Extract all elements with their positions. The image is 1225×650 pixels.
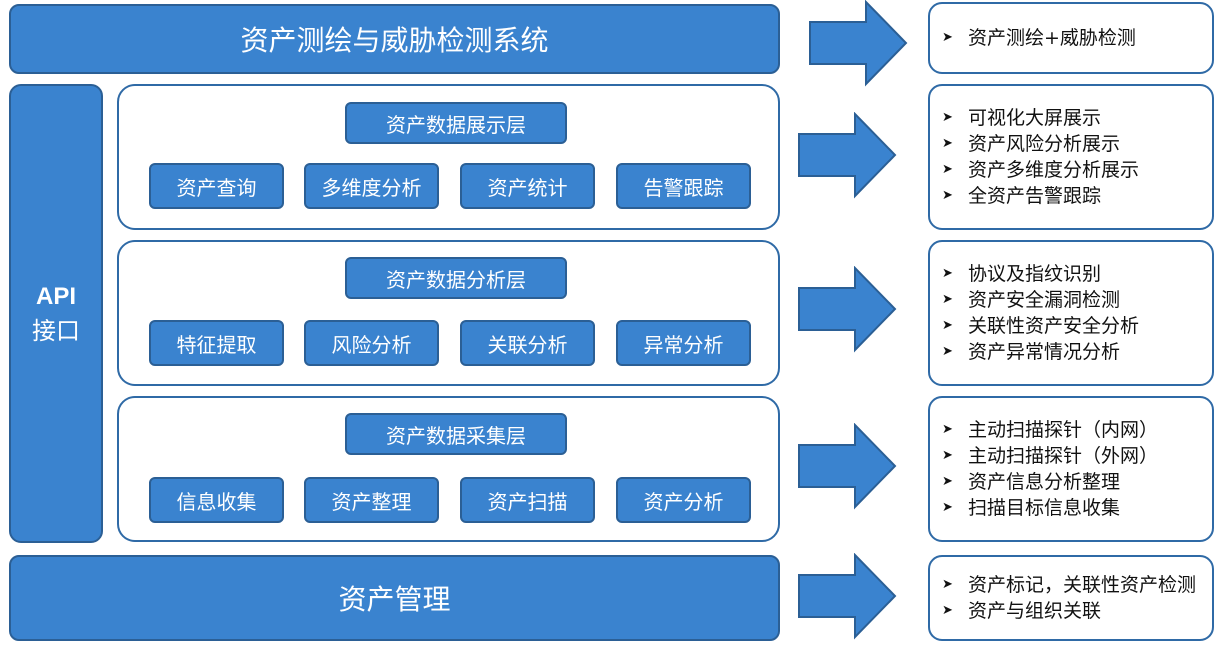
collection-module-gather: 信息收集 bbox=[149, 477, 284, 523]
analysis-module-risk: 风险分析 bbox=[304, 320, 439, 366]
api-interface-bar: API 接口 bbox=[9, 84, 103, 543]
desc-box-display: ➤可视化大屏展示 ➤资产风险分析展示 ➤资产多维度分析展示 ➤全资产告警跟踪 bbox=[928, 84, 1214, 230]
api-label: API bbox=[35, 282, 76, 310]
api-interface-label: 接口 bbox=[32, 316, 80, 345]
desc-item: ➤关联性资产安全分析 bbox=[942, 315, 1140, 337]
asset-management-title: 资产管理 bbox=[338, 583, 451, 616]
arrowhead-bullet-icon: ➤ bbox=[942, 110, 953, 125]
collection-module-scan: 资产扫描 bbox=[460, 477, 595, 523]
desc-item: ➤全资产告警跟踪 bbox=[942, 185, 1102, 207]
desc-item: ➤资产风险分析展示 bbox=[942, 133, 1121, 155]
arrow-analysis-icon bbox=[798, 266, 897, 353]
desc-box-header: ➤资产测绘+威胁检测 bbox=[928, 2, 1214, 74]
desc-item: ➤可视化大屏展示 bbox=[942, 107, 1102, 129]
arrowhead-bullet-icon: ➤ bbox=[942, 318, 953, 333]
desc-item: ➤资产多维度分析展示 bbox=[942, 159, 1140, 181]
arrowhead-bullet-icon: ➤ bbox=[942, 344, 953, 359]
collection-layer-title: 资产数据采集层 bbox=[345, 413, 567, 455]
arrow-header-icon bbox=[809, 0, 908, 87]
desc-item: ➤资产信息分析整理 bbox=[942, 471, 1121, 493]
arrowhead-bullet-icon: ➤ bbox=[942, 266, 953, 281]
arrowhead-bullet-icon: ➤ bbox=[942, 603, 953, 618]
desc-item: ➤主动扫描探针（外网） bbox=[942, 445, 1159, 467]
arrowhead-bullet-icon: ➤ bbox=[942, 474, 953, 489]
desc-item: ➤主动扫描探针（内网） bbox=[942, 419, 1159, 441]
desc-box-collection: ➤主动扫描探针（内网） ➤主动扫描探针（外网） ➤资产信息分析整理 ➤扫描目标信… bbox=[928, 396, 1214, 542]
arrowhead-bullet-icon: ➤ bbox=[942, 162, 953, 177]
collection-module-organize: 资产整理 bbox=[304, 477, 439, 523]
arrowhead-bullet-icon: ➤ bbox=[942, 30, 953, 45]
arrowhead-bullet-icon: ➤ bbox=[942, 577, 953, 592]
desc-item: ➤资产标记，关联性资产检测 bbox=[942, 574, 1197, 596]
desc-item: ➤协议及指纹识别 bbox=[942, 263, 1102, 285]
system-title-bar: 资产测绘与威胁检测系统 bbox=[9, 4, 780, 74]
arrow-management-icon bbox=[798, 553, 897, 640]
arrowhead-bullet-icon: ➤ bbox=[942, 448, 953, 463]
arrowhead-bullet-icon: ➤ bbox=[942, 292, 953, 307]
display-module-alert: 告警跟踪 bbox=[616, 163, 751, 209]
arrow-display-icon bbox=[798, 112, 897, 199]
arrowhead-bullet-icon: ➤ bbox=[942, 136, 953, 151]
desc-item: ➤资产测绘+威胁检测 bbox=[942, 27, 1136, 49]
desc-item: ➤资产与组织关联 bbox=[942, 600, 1102, 622]
display-layer-title: 资产数据展示层 bbox=[345, 102, 567, 144]
arrowhead-bullet-icon: ➤ bbox=[942, 422, 953, 437]
arrowhead-bullet-icon: ➤ bbox=[942, 500, 953, 515]
arrowhead-bullet-icon: ➤ bbox=[942, 188, 953, 203]
display-module-multidim: 多维度分析 bbox=[304, 163, 439, 209]
display-module-query: 资产查询 bbox=[149, 163, 284, 209]
analysis-layer-title: 资产数据分析层 bbox=[345, 257, 567, 299]
asset-management-bar: 资产管理 bbox=[9, 555, 780, 641]
system-title: 资产测绘与威胁检测系统 bbox=[240, 24, 549, 57]
desc-box-management: ➤资产标记，关联性资产检测 ➤资产与组织关联 bbox=[928, 555, 1214, 641]
collection-module-analyze: 资产分析 bbox=[616, 477, 751, 523]
arrow-collection-icon bbox=[798, 423, 897, 510]
analysis-module-correlation: 关联分析 bbox=[460, 320, 595, 366]
analysis-module-anomaly: 异常分析 bbox=[616, 320, 751, 366]
desc-box-analysis: ➤协议及指纹识别 ➤资产安全漏洞检测 ➤关联性资产安全分析 ➤资产异常情况分析 bbox=[928, 240, 1214, 386]
display-module-stats: 资产统计 bbox=[460, 163, 595, 209]
analysis-module-feature: 特征提取 bbox=[149, 320, 284, 366]
desc-item: ➤资产异常情况分析 bbox=[942, 341, 1121, 363]
desc-item: ➤扫描目标信息收集 bbox=[942, 497, 1121, 519]
desc-item: ➤资产安全漏洞检测 bbox=[942, 289, 1121, 311]
